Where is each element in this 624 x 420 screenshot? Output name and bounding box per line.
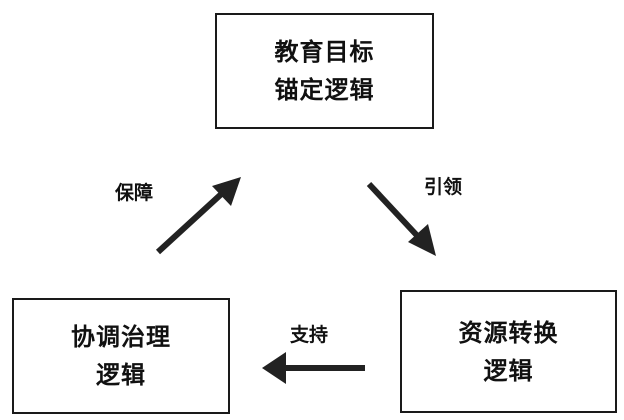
node-coordinated-governance: 协调治理 逻辑 [12, 298, 230, 414]
node-top-line1: 教育目标 [274, 38, 375, 66]
edge-label-support: 支持 [290, 324, 329, 346]
node-left-line2: 逻辑 [96, 361, 146, 389]
arrow-right-to-left [262, 352, 365, 384]
node-education-goal-anchoring: 教育目标 锚定逻辑 [215, 13, 434, 129]
edge-label-guarantee: 保障 [115, 182, 154, 204]
node-right-line2: 逻辑 [483, 356, 534, 385]
node-left-line1: 协调治理 [71, 323, 171, 351]
arrow-left-to-top [155, 177, 241, 255]
node-resource-transformation: 资源转换 逻辑 [400, 290, 617, 413]
arrow-top-to-right [366, 181, 436, 256]
edge-label-lead: 引领 [424, 176, 463, 198]
node-top-line2: 锚定逻辑 [274, 76, 375, 104]
node-right-line1: 资源转换 [458, 318, 559, 347]
